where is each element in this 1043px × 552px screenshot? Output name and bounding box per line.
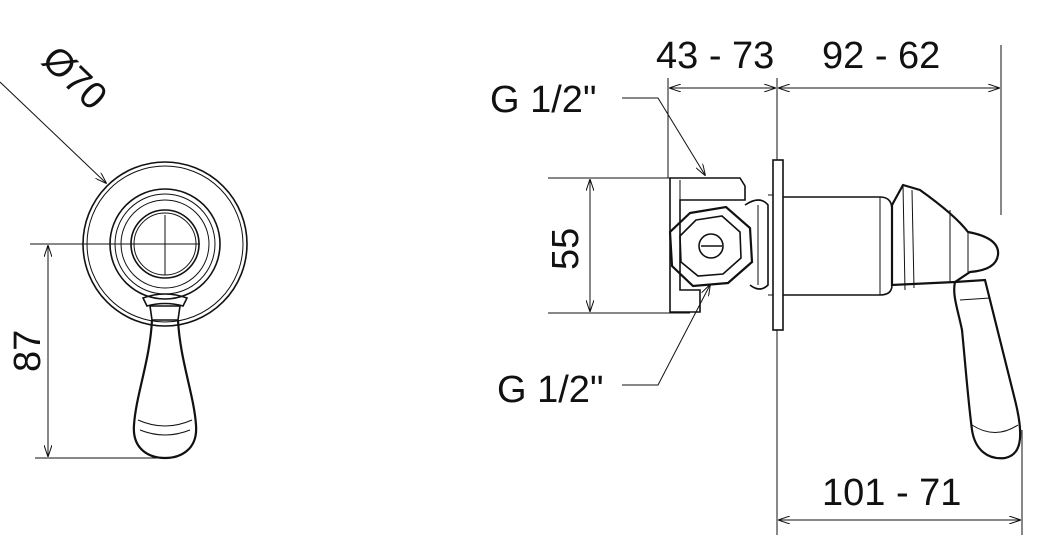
cartridge-cylinder	[783, 196, 893, 296]
handle-cap	[890, 183, 1000, 287]
side-view: 43 - 73 92 - 62 G 1/2" 55	[490, 35, 1023, 535]
bottom-dimension-label: 101 - 71	[822, 472, 961, 514]
diameter-label: Ø70	[34, 38, 115, 118]
lever-handle	[132, 293, 198, 460]
thread-bottom-leader	[622, 285, 710, 386]
bottom-dimension	[776, 330, 1023, 535]
hex-nut	[668, 205, 754, 288]
thread-bottom-label: G 1/2"	[497, 369, 603, 411]
height-dimension-front	[35, 243, 160, 459]
valve-body	[668, 159, 1022, 460]
thread-top-label: G 1/2"	[490, 79, 596, 121]
top-left-dimension: 43 - 73	[656, 35, 774, 77]
thread-top-leader	[622, 97, 705, 175]
top-dimensions	[667, 45, 1002, 215]
top-right-dimension: 92 - 62	[822, 35, 940, 77]
front-height-label: 87	[7, 330, 49, 372]
side-lever	[953, 278, 1022, 460]
diameter-leader	[0, 81, 106, 183]
front-view: Ø70 87	[0, 38, 248, 460]
wall-plate	[772, 159, 784, 331]
side-height-label: 55	[545, 228, 587, 270]
